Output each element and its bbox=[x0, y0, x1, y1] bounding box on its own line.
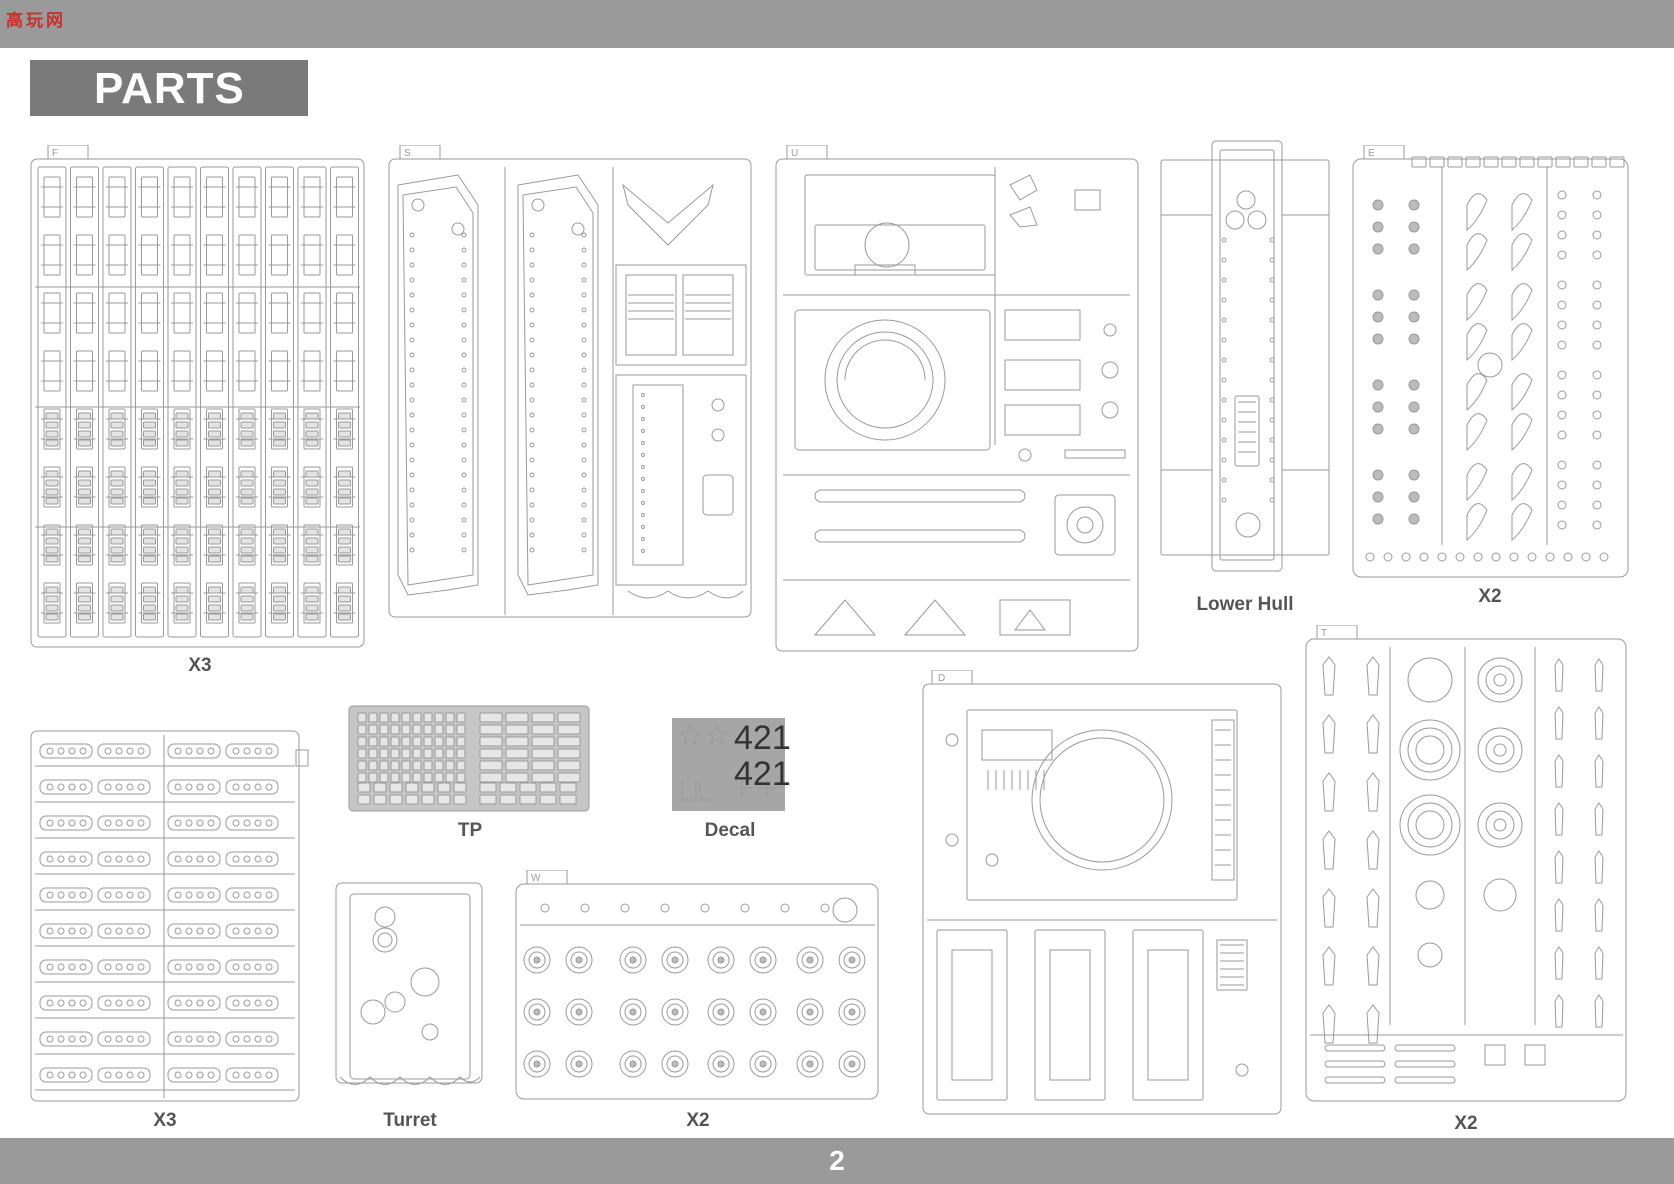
label-lower-hull: Lower Hull bbox=[1196, 594, 1294, 615]
label-sprue-e-qty: X2 bbox=[1478, 586, 1502, 607]
lower-hull-part bbox=[1160, 140, 1332, 580]
label-tracks-qty: X3 bbox=[153, 1110, 177, 1131]
sprue-d: D bbox=[922, 670, 1284, 1118]
svg-text:F: F bbox=[52, 148, 58, 159]
page-title: PARTS bbox=[94, 64, 245, 113]
label-decal: Decal bbox=[704, 820, 756, 841]
bottom-band bbox=[0, 1138, 1674, 1184]
page-title-box: PARTS bbox=[30, 60, 308, 116]
turret-part bbox=[335, 882, 485, 1102]
decal-number-1: 421 bbox=[734, 719, 791, 757]
svg-text:U: U bbox=[791, 148, 798, 159]
logo-text: 高玩网 bbox=[6, 11, 66, 31]
page-number: 2 bbox=[829, 1145, 845, 1176]
label-turret: Turret bbox=[383, 1110, 437, 1131]
top-band bbox=[0, 0, 1674, 48]
label-sprue-t-qty: X2 bbox=[1454, 1113, 1478, 1134]
decal-number-2: 421 bbox=[734, 755, 791, 793]
sprue-f: F bbox=[30, 145, 366, 650]
sprue-t: T bbox=[1305, 625, 1630, 1105]
sprue-e: E bbox=[1352, 145, 1630, 580]
svg-text:S: S bbox=[404, 148, 411, 159]
sprue-s: S bbox=[388, 145, 753, 620]
site-logo: 高玩网 bbox=[6, 6, 68, 40]
sprue-w: W bbox=[515, 870, 880, 1102]
decal-sheet: 421 421 bbox=[672, 718, 791, 811]
label-sprue-w-qty: X2 bbox=[686, 1110, 710, 1131]
sprue-u: U bbox=[775, 145, 1140, 655]
svg-text:E: E bbox=[1368, 148, 1375, 159]
label-sprue-f-qty: X3 bbox=[188, 655, 212, 676]
photo-etch-fret bbox=[348, 705, 590, 813]
svg-text:W: W bbox=[531, 873, 541, 884]
svg-text:D: D bbox=[938, 673, 945, 684]
label-tp: TP bbox=[457, 820, 483, 841]
svg-text:T: T bbox=[1321, 628, 1327, 639]
sprue-tracks bbox=[30, 730, 310, 1105]
